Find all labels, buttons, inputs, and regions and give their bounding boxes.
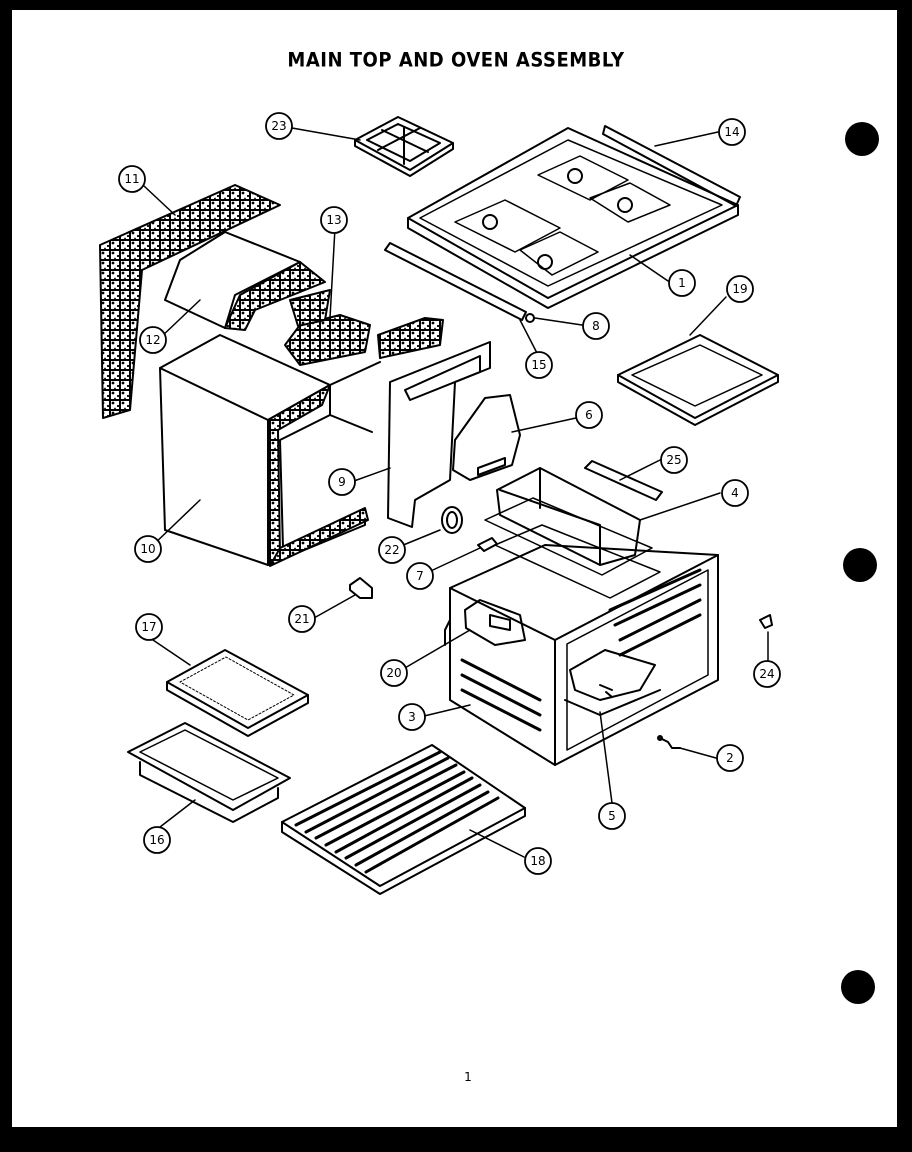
callout-24: 24 <box>753 660 781 688</box>
callout-23: 23 <box>265 112 293 140</box>
binder-hole-top <box>845 122 879 156</box>
callout-14: 14 <box>718 118 746 146</box>
part-oven-light <box>464 599 526 646</box>
callout-9: 9 <box>328 468 356 496</box>
callout-17: 17 <box>135 613 163 641</box>
svg-text:1: 1 <box>678 276 686 290</box>
callout-5: 5 <box>598 802 626 830</box>
part-insulation-piece <box>284 289 444 366</box>
callout-6: 6 <box>575 401 603 429</box>
page-number: 1 <box>464 1070 472 1084</box>
part-oven-burner-box <box>484 467 653 576</box>
leader-lines <box>143 127 769 858</box>
part-baffle <box>452 394 521 481</box>
callout-1: 1 <box>668 269 696 297</box>
part-clip <box>657 735 681 749</box>
svg-text:10: 10 <box>140 542 155 556</box>
callout-13: 13 <box>320 206 348 234</box>
callout-18: 18 <box>524 847 552 875</box>
diagram-title: MAIN TOP AND OVEN ASSEMBLY <box>287 48 625 73</box>
svg-text:14: 14 <box>724 125 739 139</box>
callout-19: 19 <box>726 275 754 303</box>
callout-11: 11 <box>118 165 146 193</box>
svg-text:20: 20 <box>386 666 401 680</box>
svg-text:3: 3 <box>408 710 416 724</box>
binder-hole-bottom <box>841 970 875 1004</box>
part-top-strip <box>584 460 663 501</box>
svg-text:22: 22 <box>384 543 399 557</box>
callout-16: 16 <box>143 826 171 854</box>
part-broiler-grid <box>166 649 309 737</box>
callouts: 23 14 11 13 1 19 8 12 15 6 25 9 4 10 22 … <box>118 112 781 875</box>
callout-15: 15 <box>525 351 553 379</box>
svg-text:13: 13 <box>326 213 341 227</box>
svg-text:23: 23 <box>271 119 286 133</box>
callout-21: 21 <box>288 605 316 633</box>
part-spring-clip <box>759 614 773 629</box>
svg-text:4: 4 <box>731 486 739 500</box>
callout-22: 22 <box>378 536 406 564</box>
part-broiler-burner <box>564 649 661 716</box>
svg-text:17: 17 <box>141 620 156 634</box>
part-insulation-wrap <box>99 184 281 419</box>
part-rear-trim <box>602 125 741 207</box>
part-burner-grate <box>354 116 454 177</box>
svg-text:25: 25 <box>666 453 681 467</box>
part-oven-liner <box>444 544 719 766</box>
part-oven-insulation <box>159 334 381 567</box>
svg-text:15: 15 <box>531 358 546 372</box>
svg-text:9: 9 <box>338 475 346 489</box>
svg-text:5: 5 <box>608 809 616 823</box>
callout-8: 8 <box>582 312 610 340</box>
svg-text:12: 12 <box>145 333 160 347</box>
callout-10: 10 <box>134 535 162 563</box>
svg-text:11: 11 <box>124 172 139 186</box>
part-front-trim <box>384 242 527 321</box>
svg-text:16: 16 <box>149 833 164 847</box>
part-broiler-pan <box>127 722 291 823</box>
callout-4: 4 <box>721 479 749 507</box>
callout-3: 3 <box>398 703 426 731</box>
svg-text:8: 8 <box>592 319 600 333</box>
svg-text:6: 6 <box>585 408 593 422</box>
callout-25: 25 <box>660 446 688 474</box>
svg-text:2: 2 <box>726 751 734 765</box>
part-main-top <box>407 127 739 309</box>
part-insulation-top <box>164 231 326 331</box>
part-vent-ring <box>441 506 463 534</box>
callout-2: 2 <box>716 744 744 772</box>
part-screw <box>525 313 535 323</box>
callout-7: 7 <box>406 562 434 590</box>
part-burner-cover <box>617 334 779 426</box>
part-clip-bracket <box>349 577 373 599</box>
svg-text:7: 7 <box>416 569 424 583</box>
callout-20: 20 <box>380 659 408 687</box>
part-oven-rack <box>281 744 526 895</box>
binder-hole-middle <box>843 548 877 582</box>
callout-12: 12 <box>139 326 167 354</box>
svg-text:18: 18 <box>530 854 545 868</box>
svg-text:24: 24 <box>759 667 774 681</box>
svg-text:21: 21 <box>294 612 309 626</box>
svg-text:19: 19 <box>732 282 747 296</box>
part-bracket <box>477 524 661 599</box>
part-back-panel <box>387 341 491 528</box>
